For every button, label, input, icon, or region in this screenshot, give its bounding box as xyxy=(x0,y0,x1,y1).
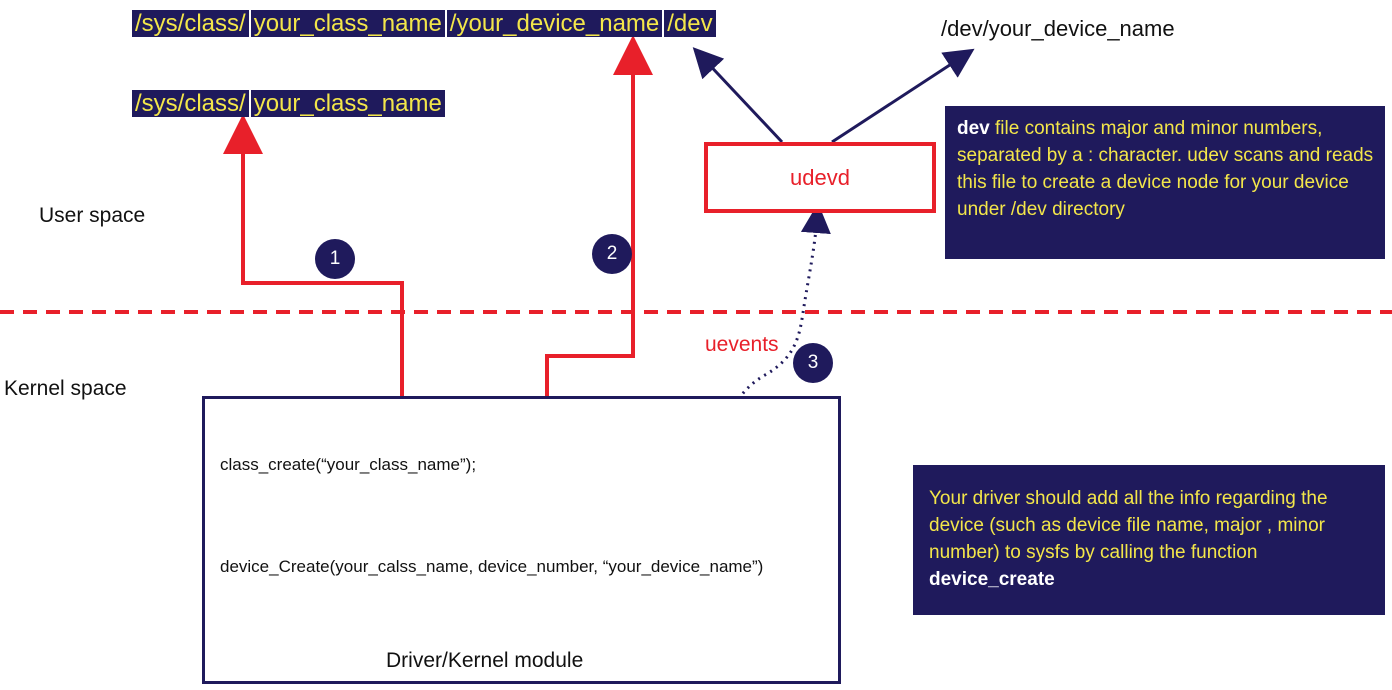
arrow-3-uevents xyxy=(705,203,831,541)
uevents-label: uevents xyxy=(705,333,779,356)
arrow-1-class-path xyxy=(223,114,404,446)
sysfs-class-path: /sys/class/your_class_name xyxy=(132,89,445,119)
udevd-box: udevd xyxy=(704,142,936,213)
dev-file-note-bold: dev xyxy=(957,118,990,139)
path-segment-sys-class: /sys/class/ xyxy=(132,10,249,37)
device-create-call: device_Create(your_calss_name, device_nu… xyxy=(220,557,764,576)
arrow-udevd-to-sys-dev xyxy=(692,47,784,144)
path-segment-dev: /dev xyxy=(664,10,716,37)
class-create-call: class_create(“your_class_name”); xyxy=(220,455,477,474)
sysfs-device-path: /sys/class/your_class_name/your_device_n… xyxy=(132,9,716,39)
kernel-space-label: Kernel space xyxy=(4,377,127,400)
path-segment-class-name: your_class_name xyxy=(250,90,445,117)
dev-file-note-text: file contains major and minor numbers, s… xyxy=(957,118,1374,220)
path-segment-device-name: /your_device_name xyxy=(446,10,663,37)
driver-note-function: device_create xyxy=(929,569,1055,590)
dev-file-note: dev file contains major and minor number… xyxy=(945,106,1385,259)
arrow-udevd-to-dev-node xyxy=(831,48,975,144)
driver-note: Your driver should add all the info rega… xyxy=(913,465,1385,615)
path-segment-class-name: your_class_name xyxy=(250,10,445,37)
driver-note-text: Your driver should add all the info rega… xyxy=(929,488,1328,563)
user-space-label: User space xyxy=(39,204,146,227)
step-badge-1: 1 xyxy=(315,239,355,279)
path-segment-sys-class: /sys/class/ xyxy=(132,90,249,117)
step-badge-3: 3 xyxy=(793,343,833,383)
dev-node-path: /dev/your_device_name xyxy=(941,16,1175,41)
step-badge-2: 2 xyxy=(592,234,632,274)
udevd-label: udevd xyxy=(790,164,850,190)
kernel-module-box xyxy=(202,396,841,684)
kernel-module-label: Driver/Kernel module xyxy=(386,649,584,672)
